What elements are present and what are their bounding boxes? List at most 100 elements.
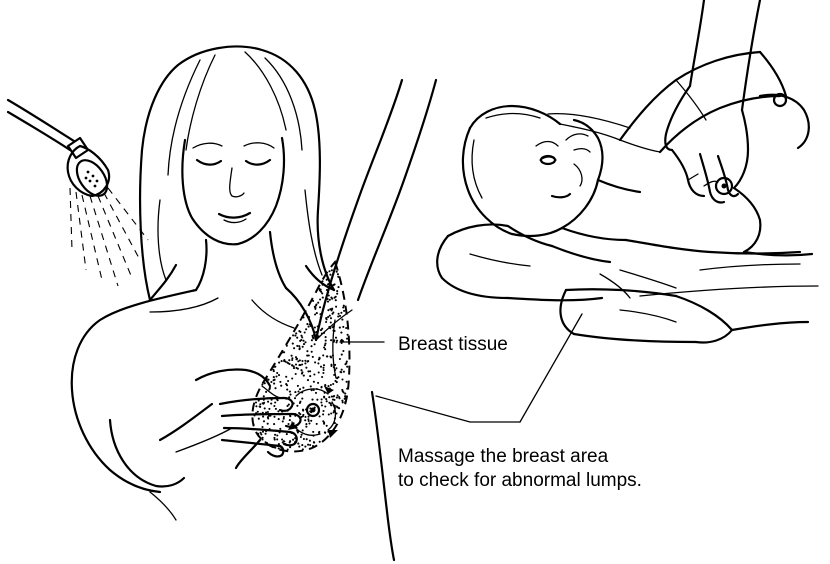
stipple-dot	[281, 410, 283, 412]
stipple-dot	[267, 417, 269, 419]
stipple-dot	[334, 369, 336, 371]
stipple-dot	[289, 391, 291, 393]
stipple-dot	[311, 351, 313, 353]
stipple-dot	[323, 369, 325, 371]
massage-leader-line-left	[376, 396, 520, 422]
stipple-dot	[329, 308, 331, 310]
stipple-dot	[273, 423, 275, 425]
stipple-dot	[280, 447, 282, 449]
stipple-dot	[326, 400, 328, 402]
stipple-dot	[281, 438, 283, 440]
stipple-dot	[259, 413, 261, 415]
stipple-dot	[312, 445, 314, 447]
stipple-dot	[342, 350, 344, 352]
stipple-dot	[300, 319, 302, 321]
stipple-dot	[315, 392, 317, 394]
stipple-dot	[301, 336, 303, 338]
stipple-dot	[307, 361, 309, 363]
stipple-dot	[311, 389, 313, 391]
stipple-dot	[324, 432, 326, 434]
stipple-dot	[302, 415, 304, 417]
stipple-dot	[293, 422, 295, 424]
stipple-dot	[291, 432, 293, 434]
stipple-dot	[304, 419, 306, 421]
stipple-dot	[333, 374, 335, 376]
stipple-dot	[319, 358, 321, 360]
stipple-dot	[277, 410, 279, 412]
stipple-dot	[320, 316, 322, 318]
stipple-dot	[322, 413, 324, 415]
stipple-dot	[320, 401, 322, 403]
stipple-dot	[331, 269, 333, 271]
stipple-dot	[291, 357, 293, 359]
stipple-dot	[314, 326, 316, 328]
stipple-dot	[313, 435, 315, 437]
stipple-dot	[339, 315, 341, 317]
stipple-dot	[310, 420, 312, 422]
stipple-dot	[278, 362, 280, 364]
stipple-dot	[328, 326, 330, 328]
stipple-dot	[330, 356, 332, 358]
stipple-dot	[268, 408, 270, 410]
stipple-dot	[273, 376, 275, 378]
stipple-dot	[327, 431, 329, 433]
stipple-dot	[286, 389, 288, 391]
stipple-dot	[298, 330, 300, 332]
stipple-dot	[260, 433, 262, 435]
stipple-dot	[289, 419, 291, 421]
stipple-dot	[307, 444, 309, 446]
stipple-dot	[336, 290, 338, 292]
stipple-dot	[263, 420, 265, 422]
stipple-dot	[279, 413, 281, 415]
stipple-dot	[264, 407, 266, 409]
stipple-dot	[299, 401, 301, 403]
stipple-dot	[337, 315, 339, 317]
stipple-dot	[289, 394, 291, 396]
stipple-dot	[305, 313, 307, 315]
stipple-dot	[286, 384, 288, 386]
stipple-dot	[276, 438, 278, 440]
stipple-dot	[287, 410, 289, 412]
stipple-dot	[321, 376, 323, 378]
stipple-dot	[325, 321, 327, 323]
stipple-dot	[309, 375, 311, 377]
stipple-dot	[274, 401, 276, 403]
stipple-dot	[332, 311, 334, 313]
stipple-dot	[316, 312, 318, 314]
stipple-dot	[255, 412, 257, 414]
stipple-dot	[266, 378, 268, 380]
stipple-dot	[292, 343, 294, 345]
stipple-dot	[273, 437, 275, 439]
stipple-dot	[281, 360, 283, 362]
stipple-dot	[324, 392, 326, 394]
stipple-dot	[292, 439, 294, 441]
stipple-dot	[262, 402, 264, 404]
stipple-dot	[307, 416, 309, 418]
stipple-dot	[298, 446, 300, 448]
stipple-dot	[314, 343, 316, 345]
stipple-dot	[294, 441, 296, 443]
reclining-woman-figure	[437, 0, 818, 343]
stipple-dot	[328, 402, 330, 404]
stipple-dot	[282, 420, 284, 422]
stipple-dot	[322, 410, 324, 412]
stipple-dot	[337, 394, 339, 396]
stipple-dot	[294, 397, 296, 399]
stipple-dot	[339, 358, 341, 360]
stipple-dot	[318, 371, 320, 373]
stipple-dot	[321, 386, 323, 388]
stipple-dot	[326, 289, 328, 291]
stipple-dot	[301, 391, 303, 393]
stipple-dot	[255, 405, 257, 407]
stipple-dot	[269, 444, 271, 446]
stipple-dot	[283, 360, 285, 362]
stipple-dot	[273, 405, 275, 407]
stipple-dot	[265, 430, 267, 432]
stipple-dot	[299, 421, 301, 423]
stipple-dot	[275, 375, 277, 377]
stipple-dot	[253, 414, 255, 416]
stipple-dot	[298, 345, 300, 347]
stipple-dot	[343, 310, 345, 312]
stipple-dot	[257, 433, 259, 435]
